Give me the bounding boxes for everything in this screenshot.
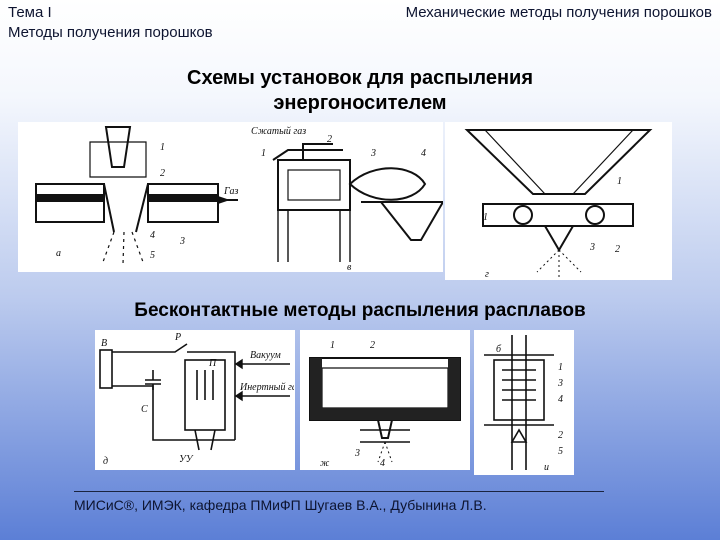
fig-a-gas-label: Газ	[223, 186, 238, 197]
fig-zh-label-2: 2	[370, 340, 375, 351]
fig-d-label-p: П	[208, 358, 217, 369]
fig-i-label-4: 4	[558, 394, 563, 405]
fig-i-label-1: 1	[558, 362, 563, 373]
fig-i-label-5: 5	[558, 446, 563, 457]
fig-i-letter: и	[544, 462, 549, 473]
fig-zh-label-3: 3	[354, 448, 360, 459]
fig-a-letter: а	[56, 248, 61, 259]
fig-g-label-1b: 1	[483, 212, 488, 223]
figure-a-atomizer: 1 2 3 4 5 Газ а	[18, 122, 243, 272]
fig-zh-label-4: 4	[380, 458, 385, 469]
figure-g-nozzle: 1 1 2 3 г	[445, 122, 672, 280]
footer-divider	[74, 491, 604, 492]
fig-d-label-uu: УУ	[179, 454, 194, 465]
fig-a-label-2: 2	[160, 168, 165, 179]
fig-v-label-1: 1	[261, 148, 266, 159]
figure-v-chamber: Сжатый газ 1 2 3 4 в	[243, 122, 443, 272]
fig-d-label-r: Р	[174, 332, 181, 343]
figure-d-circuit: В Р С П УУ д	[95, 330, 295, 470]
fig-g-label-1: 1	[617, 176, 622, 187]
fig-v-label-4: 4	[421, 148, 426, 159]
section-heading-contactless: Бесконтактные методы распыления расплаво…	[134, 300, 586, 321]
fig-d-label-c: С	[141, 404, 148, 415]
fig-e-inert-gas-label: Инертный газ	[239, 382, 294, 393]
fig-zh-letter: ж	[320, 458, 330, 469]
footer-credits: МИСиС®, ИМЭК, кафедра ПМиФП Шугаев В.А.,…	[74, 497, 487, 513]
subtopic-label: Методы получения порошков	[8, 24, 213, 41]
fig-v-gas-label: Сжатый газ	[251, 126, 306, 137]
figure-e-flows: Вакуум Инертный газ	[232, 338, 294, 408]
fig-i-label-2: 2	[558, 430, 563, 441]
fig-a-label-1: 1	[160, 142, 165, 153]
fig-zh-label-1: 1	[330, 340, 335, 351]
fig-i-label-b: б	[496, 344, 502, 355]
fig-a-label-3: 3	[179, 236, 185, 247]
fig-a-label-4: 4	[150, 230, 155, 241]
slide-title: Схемы установок для распыления энергонос…	[187, 67, 533, 114]
figure-zh-crucible: 1 2 3 4 ж	[300, 330, 470, 470]
fig-g-label-3: 3	[589, 242, 595, 253]
fig-v-label-3: 3	[370, 148, 376, 159]
fig-a-label-5: 5	[150, 250, 155, 261]
fig-g-label-2: 2	[615, 244, 620, 255]
fig-e-vacuum-label: Вакуум	[250, 350, 281, 361]
topic-label: Тема I	[8, 4, 52, 21]
fig-g-letter: г	[485, 269, 489, 280]
fig-v-label-2: 2	[327, 134, 332, 145]
fig-d-letter: д	[103, 456, 108, 467]
fig-d-label-b: В	[101, 338, 107, 349]
fig-v-letter: в	[347, 262, 352, 272]
figure-i-column: б 1 3 4 2 5 и	[474, 330, 574, 475]
section-title: Механические методы получения порошков	[405, 4, 712, 21]
fig-i-label-3: 3	[557, 378, 563, 389]
